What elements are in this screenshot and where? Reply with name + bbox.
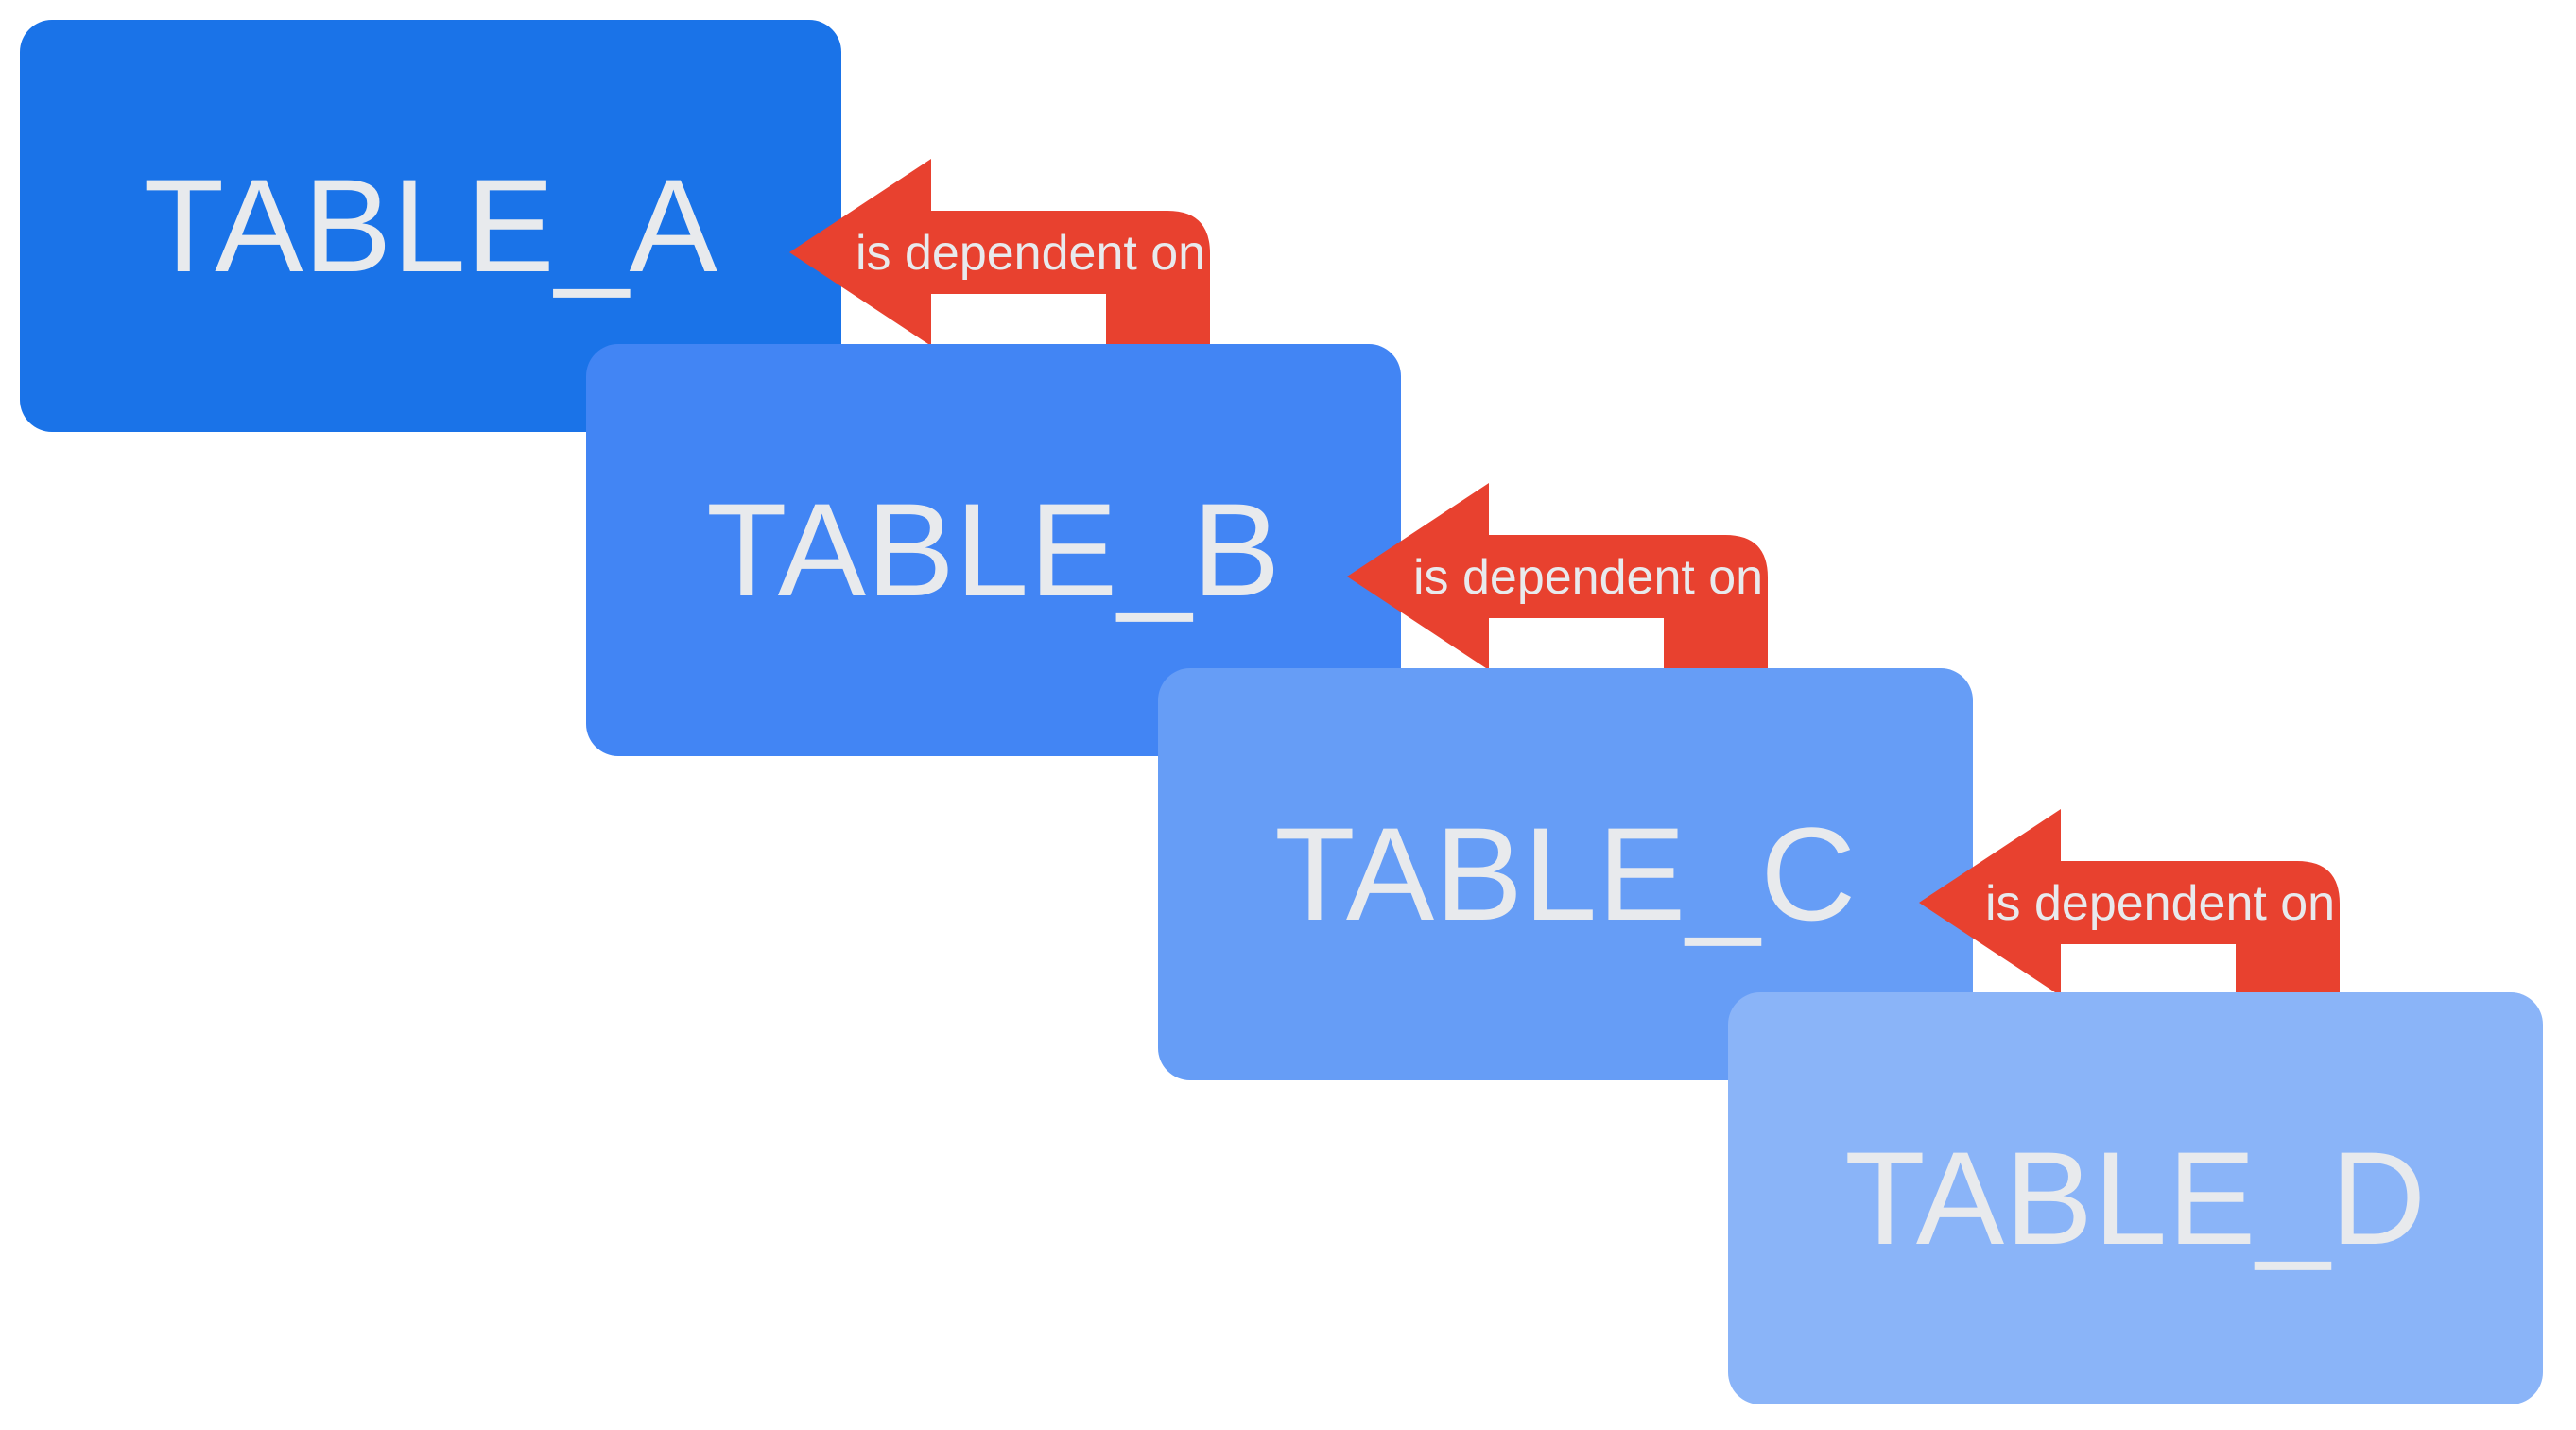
- edge-label-c-d: is dependent on: [1985, 876, 2336, 931]
- node-label-table-b: TABLE_B: [706, 475, 1281, 624]
- edge-table-d-to-table-c[interactable]: is dependent on: [1919, 809, 2420, 1045]
- edge-label-a-b: is dependent on: [856, 226, 1206, 281]
- edge-label-b-c: is dependent on: [1413, 550, 1764, 605]
- node-label-table-d: TABLE_D: [1844, 1124, 2427, 1272]
- arrow-shape-icon: [1919, 809, 2340, 1045]
- node-label-table-a: TABLE_A: [143, 151, 718, 300]
- node-table-d[interactable]: TABLE_D: [1728, 992, 2543, 1404]
- arrow-shape-icon: [1347, 483, 1768, 719]
- arrow-shape-icon: [789, 159, 1210, 395]
- edge-table-b-to-table-a[interactable]: is dependent on: [789, 159, 1290, 395]
- edge-table-c-to-table-b[interactable]: is dependent on: [1347, 483, 1848, 719]
- node-table-b[interactable]: TABLE_B: [586, 344, 1401, 756]
- node-label-table-c: TABLE_C: [1274, 800, 1857, 948]
